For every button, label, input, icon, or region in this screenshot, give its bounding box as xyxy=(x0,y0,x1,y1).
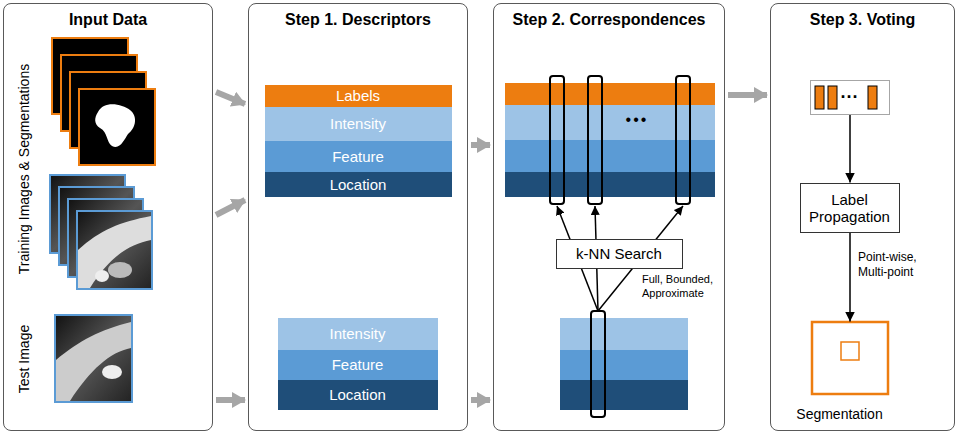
location-band: Location xyxy=(265,172,452,197)
panel: Step 2. Correspondences k-NN Search xyxy=(493,3,725,431)
panel: Step 1. DescriptorsLabelsIntensityFeatur… xyxy=(248,3,468,431)
panel-heading: Step 3. Voting xyxy=(771,11,954,29)
flow-arrow xyxy=(471,142,490,148)
flow-arrow xyxy=(216,397,245,403)
process-box: k-NN Search xyxy=(556,239,683,269)
test-image xyxy=(55,315,132,402)
location-band: Location xyxy=(278,380,438,410)
process-box: Label Propagation xyxy=(800,183,900,233)
segmentation-box: Segmentation xyxy=(805,322,895,422)
node-text: ··· xyxy=(841,87,859,108)
test-descriptor-stack xyxy=(560,311,688,417)
labels-band: Labels xyxy=(265,85,452,107)
panel: Step 3. Voting ··· Label PropagationSegmen… xyxy=(770,3,955,431)
panel-heading: Input Data xyxy=(4,11,212,29)
connector-arrow xyxy=(849,233,851,322)
node-text: Intensity xyxy=(330,325,386,342)
flow-arrow xyxy=(216,200,245,215)
flow-arrow xyxy=(216,92,245,104)
axis-label: Training Images & Segmentations xyxy=(16,29,32,309)
axis-label: Test Image xyxy=(16,219,32,435)
node-text: Label Propagation xyxy=(807,191,893,225)
panel-heading: Step 2. Correspondences xyxy=(494,11,724,29)
segmentation-stack xyxy=(52,38,155,165)
node-text: k-NN Search xyxy=(576,245,662,262)
panel-heading: Step 1. Descriptors xyxy=(249,11,467,29)
note-label: Full, Bounded, Approximate xyxy=(642,273,722,301)
connector-arrow xyxy=(849,115,851,183)
ellipsis: ••• xyxy=(612,111,662,129)
node-text: Labels xyxy=(336,87,380,104)
vote-bars xyxy=(815,86,877,109)
node-text: Intensity xyxy=(330,115,386,132)
panel: Input Data xyxy=(3,3,213,431)
training-image-stack xyxy=(50,175,152,289)
segmentation-output xyxy=(812,322,888,394)
node-text: Location xyxy=(329,386,386,403)
node-text: Feature xyxy=(332,148,384,165)
feature-band: Feature xyxy=(278,350,438,380)
intensity-band: Intensity xyxy=(278,318,438,350)
flow-arrow xyxy=(728,92,767,98)
node-text: Location xyxy=(330,176,387,193)
feature-band: Feature xyxy=(265,141,452,172)
flow-arrow xyxy=(471,397,490,403)
node-text: Segmentation xyxy=(795,406,885,422)
edge-label: Point-wise, Multi-point xyxy=(858,250,930,280)
node-text: Feature xyxy=(332,356,384,373)
training-descriptor-stack xyxy=(505,76,715,204)
intensity-band: Intensity xyxy=(265,107,452,141)
vote-box: ··· xyxy=(810,80,890,115)
